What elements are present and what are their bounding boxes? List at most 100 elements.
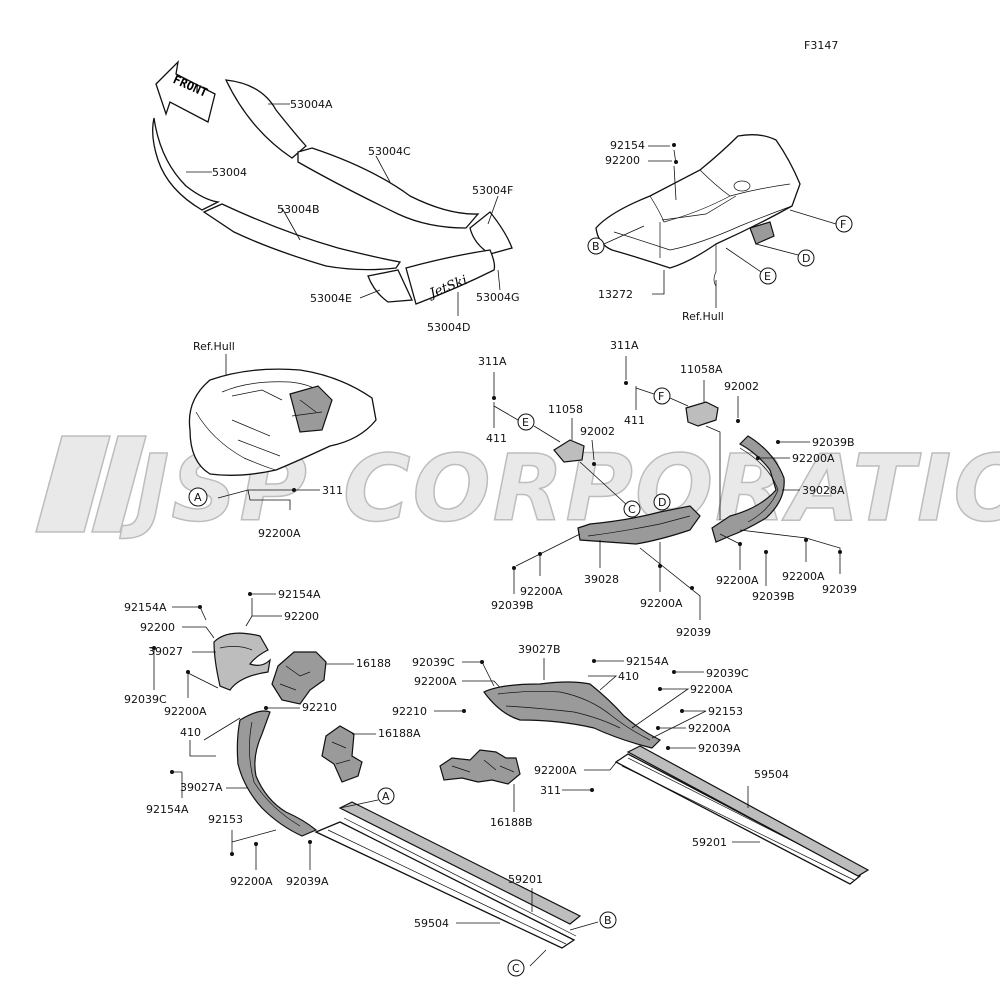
label-311A-left: 311A bbox=[478, 355, 507, 368]
label-59201-b: 59201 bbox=[508, 873, 543, 886]
label-92200A-r3: 92200A bbox=[782, 570, 825, 583]
label-92154A-m: 92154A bbox=[626, 655, 669, 668]
callout-B-top bbox=[587, 237, 605, 255]
pad-53004D bbox=[405, 249, 496, 305]
deck-pad-group: FRONT JetSki 53004A 53004C 53004 53004B … bbox=[152, 60, 520, 334]
label-53004E: 53004E bbox=[310, 292, 352, 305]
label-311-mid: 311 bbox=[322, 484, 343, 497]
pipe-39028 bbox=[577, 505, 701, 545]
part-16188B bbox=[439, 749, 521, 785]
label-92154-top: 92154 bbox=[610, 139, 645, 152]
part-16188A bbox=[321, 725, 363, 783]
label-92039-r3: 92039 bbox=[822, 583, 857, 596]
callout-C-mid bbox=[623, 500, 641, 518]
callout-E-top-text: E bbox=[764, 270, 771, 283]
label-411-right: 411 bbox=[624, 414, 645, 427]
callout-C-bottom-text: C bbox=[512, 962, 520, 975]
label-92039C-m: 92039C bbox=[412, 656, 455, 669]
callout-B-bottom bbox=[599, 911, 617, 929]
label-92200A-m: 92200A bbox=[414, 675, 457, 688]
rail-59201-r bbox=[614, 753, 862, 885]
callout-D-mid bbox=[653, 493, 671, 511]
callout-E-mid bbox=[517, 413, 535, 431]
label-311A-right: 311A bbox=[610, 339, 639, 352]
label-92200A-c1: 92200A bbox=[520, 585, 563, 598]
label-53004C: 53004C bbox=[368, 145, 411, 158]
bottom-left-parts: 92154A 92154A 92200 92200 39027 16188 92… bbox=[124, 588, 617, 977]
pad-53004F bbox=[469, 211, 513, 255]
label-92039B-r2: 92039B bbox=[752, 590, 795, 603]
callout-D-mid-text: D bbox=[658, 496, 666, 509]
label-53004A: 53004A bbox=[290, 98, 333, 111]
ref-hull-top: Ref.Hull bbox=[682, 310, 724, 323]
label-92200A-r2: 92200A bbox=[716, 574, 759, 587]
rail-59504-r bbox=[626, 745, 870, 877]
rail-59201-b bbox=[314, 821, 576, 949]
bottom-right-parts: 39027B 92039C 92200A 92154A 410 92039C 9… bbox=[392, 643, 870, 885]
rail-59504-b bbox=[338, 801, 582, 925]
label-53004F: 53004F bbox=[472, 184, 513, 197]
part-39027 bbox=[213, 632, 271, 691]
callout-B-bottom-text: B bbox=[604, 914, 612, 927]
label-16188B: 16188B bbox=[490, 816, 533, 829]
bracket-11058A bbox=[685, 401, 719, 427]
label-92200A-rt1: 92200A bbox=[792, 452, 835, 465]
front-arrow-icon: FRONT bbox=[155, 60, 216, 123]
callout-A-bottom bbox=[377, 787, 395, 805]
label-53004: 53004 bbox=[212, 166, 247, 179]
label-53004B: 53004B bbox=[277, 203, 320, 216]
label-92200A-c2: 92200A bbox=[640, 597, 683, 610]
label-92154A-l3: 92154A bbox=[146, 803, 189, 816]
callout-F-top bbox=[835, 215, 853, 233]
label-92200A-b: 92200A bbox=[230, 875, 273, 888]
label-13272: 13272 bbox=[598, 288, 633, 301]
watermark: JSP CORPORATION bbox=[35, 434, 1000, 543]
label-39027A: 39027A bbox=[180, 781, 223, 794]
label-92154A-l2: 92154A bbox=[278, 588, 321, 601]
label-92153-l: 92153 bbox=[208, 813, 243, 826]
callout-C-bottom bbox=[507, 959, 525, 977]
hull-mid-body bbox=[188, 368, 377, 476]
label-92153-r: 92153 bbox=[708, 705, 743, 718]
callout-F-mid bbox=[653, 387, 671, 405]
label-59504-r: 59504 bbox=[754, 768, 789, 781]
label-39027: 39027 bbox=[148, 645, 183, 658]
label-11058A: 11058A bbox=[680, 363, 723, 376]
callout-B-top-text: B bbox=[592, 240, 600, 253]
label-53004D: 53004D bbox=[427, 321, 470, 334]
label-92039A-r: 92039A bbox=[698, 742, 741, 755]
brackets-middle: 311A 411 E 11058 92002 311A 411 F 11058A… bbox=[478, 339, 857, 639]
label-311-r: 311 bbox=[540, 784, 561, 797]
label-92200A-l: 92200A bbox=[164, 705, 207, 718]
label-92200-top: 92200 bbox=[605, 154, 640, 167]
callout-D-top-text: D bbox=[802, 252, 810, 265]
label-39028: 39028 bbox=[584, 573, 619, 586]
label-92200A-r4: 92200A bbox=[690, 683, 733, 696]
label-92200A-mid: 92200A bbox=[258, 527, 301, 540]
pad-53004C bbox=[297, 147, 480, 229]
callout-D-top bbox=[797, 249, 815, 267]
callout-C-mid-text: C bbox=[628, 503, 636, 516]
pad-53004 bbox=[152, 117, 221, 211]
callout-F-top-text: F bbox=[840, 218, 846, 231]
callout-A-bottom-text: A bbox=[382, 790, 390, 803]
label-39027B: 39027B bbox=[518, 643, 561, 656]
label-16188: 16188 bbox=[356, 657, 391, 670]
label-11058: 11058 bbox=[548, 403, 583, 416]
label-53004G: 53004G bbox=[476, 291, 520, 304]
pad-53004B bbox=[202, 203, 402, 271]
label-92039-c2: 92039 bbox=[676, 626, 711, 639]
callout-F-mid-text: F bbox=[658, 390, 664, 403]
part-39027A bbox=[236, 710, 318, 837]
label-92210-m: 92210 bbox=[392, 705, 427, 718]
pad-53004E bbox=[367, 269, 413, 303]
label-39028A: 39028A bbox=[802, 484, 845, 497]
label-92039C-r: 92039C bbox=[706, 667, 749, 680]
label-410-m: 410 bbox=[618, 670, 639, 683]
label-92210-l: 92210 bbox=[302, 701, 337, 714]
callout-E-mid-text: E bbox=[522, 416, 529, 429]
label-92200-l2: 92200 bbox=[284, 610, 319, 623]
callout-A-mid-text: A bbox=[194, 491, 202, 504]
label-92002-left: 92002 bbox=[580, 425, 615, 438]
